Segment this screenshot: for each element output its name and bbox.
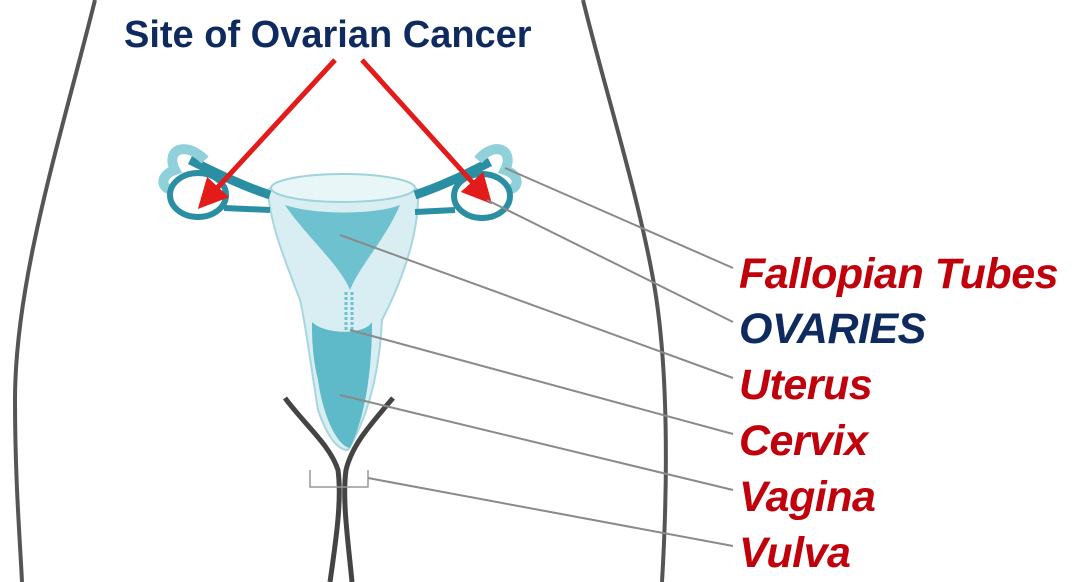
arrow-to-left-ovary [197, 58, 337, 210]
diagram-title: Site of Ovarian Cancer [124, 14, 532, 56]
label-fallopian-tubes: Fallopian Tubes [739, 250, 1059, 298]
cervical-canal [344, 292, 354, 332]
fimbriae-right [474, 144, 522, 195]
ovary-right [451, 171, 513, 221]
leader-vulva [367, 477, 734, 547]
label-ovaries: OVARIES [739, 305, 926, 353]
label-vulva: Vulva [739, 529, 851, 577]
fimbriae-left [158, 144, 209, 195]
arrow-to-right-ovary [360, 58, 493, 205]
leader-vagina [339, 394, 734, 491]
uterine-cavity [285, 205, 400, 290]
leader-fallopian-tubes [504, 167, 734, 269]
label-uterus: Uterus [739, 361, 873, 409]
ovarian-ligament-left [223, 205, 271, 213]
fallopian-tube-right [413, 157, 493, 200]
label-cervix: Cervix [739, 417, 868, 465]
vagina-canal [312, 322, 372, 448]
leader-ovaries [486, 199, 734, 323]
label-vagina: Vagina [739, 473, 876, 521]
leg-right [342, 396, 395, 582]
leader-cervix [349, 329, 734, 435]
body-outline-right [581, 0, 668, 582]
leader-uterus [339, 234, 734, 379]
ovarian-ligament-right [414, 207, 456, 215]
leg-left [282, 396, 342, 582]
body-outline-left [12, 0, 97, 582]
ovary-left [167, 170, 229, 220]
uterus-fundus [270, 173, 416, 203]
